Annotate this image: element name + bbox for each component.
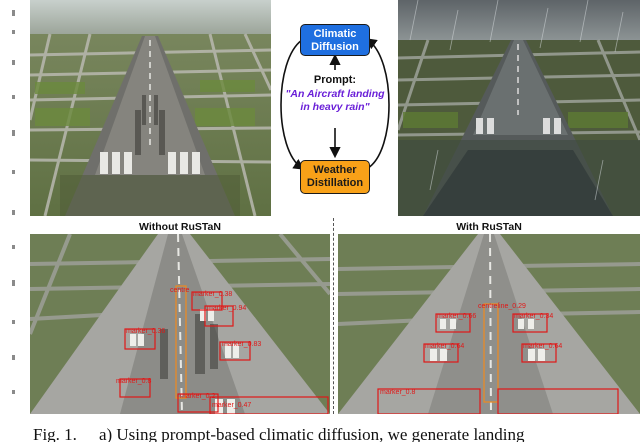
- detection-label: marker_0.64: [523, 343, 562, 350]
- prompt-line2: in heavy rain": [300, 101, 370, 113]
- prompt-label: Prompt:: [313, 74, 357, 86]
- pipeline-diagram: Climatic Diffusion Prompt: "An Aircraft …: [272, 0, 398, 216]
- detection-label: marker_0.36: [126, 328, 165, 335]
- prompt-line1: "An Aircraft landing: [285, 88, 385, 100]
- weather-distillation-line2: Distillation: [306, 177, 364, 189]
- climatic-diffusion-node: Climatic Diffusion: [300, 24, 370, 56]
- weather-distillation-node: Weather Distillation: [300, 160, 370, 194]
- detection-label: marker_0.38: [193, 291, 232, 298]
- climatic-diffusion-line2: Diffusion: [311, 41, 359, 53]
- prompt-text: "An Aircraft landing in heavy rain": [272, 88, 398, 114]
- detection-label: marker_0.2: [180, 393, 216, 400]
- detection-label: marker_0.64: [425, 343, 464, 350]
- weather-distillation-line1: Weather: [313, 164, 357, 176]
- runway-rain-image: [398, 0, 640, 216]
- caption-fig-number: Fig. 1.: [33, 425, 77, 442]
- detection-label: marker_0.34: [514, 313, 553, 320]
- section-divider: [333, 218, 334, 414]
- detection-label: marker_0.94: [207, 305, 246, 312]
- with-rustan-title: With RuSTaN: [456, 221, 522, 233]
- detection-label: marker_0.83: [222, 341, 261, 348]
- detection-label: marker_0.8: [116, 378, 152, 385]
- detection-label: marker_0.8: [380, 389, 416, 396]
- climatic-diffusion-line1: Climatic: [313, 28, 357, 40]
- caption-text: a) Using prompt-based climatic diffusion…: [98, 425, 525, 442]
- without-rustan-title: Without RuSTaN: [139, 221, 221, 233]
- cycle-arrows: [280, 38, 390, 170]
- detection-label: marker_0.66: [437, 313, 476, 320]
- detection-label: marker_0.47: [212, 402, 251, 409]
- margin-strip: [0, 0, 28, 442]
- figure-caption: Fig. 1. a) Using prompt-based climatic di…: [33, 425, 640, 442]
- runway-clear-image: [30, 0, 271, 216]
- detection-label: centreline_0.29: [478, 303, 526, 310]
- detection-label: centre: [170, 287, 190, 294]
